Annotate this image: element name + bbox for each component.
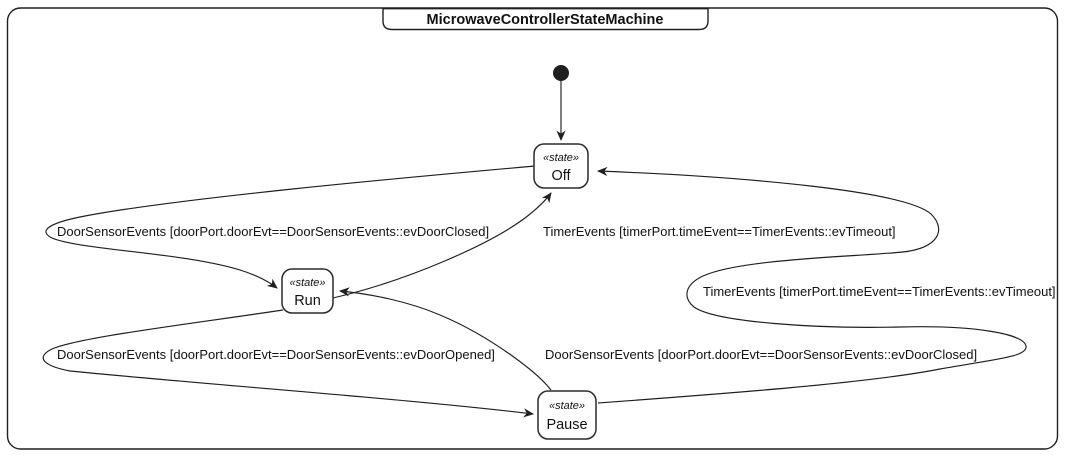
transition-label-run-to-off: TimerEvents [timerPort.timeEvent==TimerE… <box>543 224 896 239</box>
state-run-name: Run <box>294 293 321 309</box>
transition-label-pause-to-off: TimerEvents [timerPort.timeEvent==TimerE… <box>703 284 1056 299</box>
initial-state-dot <box>553 65 569 81</box>
state-pause-stereotype: «state» <box>549 400 585 412</box>
frame-title: MicrowaveControllerStateMachine <box>427 12 664 28</box>
state-run: «state» Run <box>281 268 334 314</box>
transition-off-to-run: DoorSensorEvents [doorPort.doorEvt==Door… <box>45 165 536 289</box>
state-run-stereotype: «state» <box>289 277 325 289</box>
transition-label-run-to-pause: DoorSensorEvents [doorPort.doorEvt==Door… <box>57 347 495 362</box>
transition-pause-to-run: DoorSensorEvents [doorPort.doorEvt==Door… <box>339 287 977 391</box>
state-off-name: Off <box>551 168 571 184</box>
state-off-stereotype: «state» <box>543 152 579 164</box>
transition-label-pause-to-run: DoorSensorEvents [doorPort.doorEvt==Door… <box>545 347 977 362</box>
frame-title-tab <box>382 7 709 31</box>
state-off: «state» Off <box>533 143 589 189</box>
transition-label-off-to-run: DoorSensorEvents [doorPort.doorEvt==Door… <box>57 224 489 239</box>
transition-run-to-pause: DoorSensorEvents [doorPort.doorEvt==Door… <box>42 309 534 418</box>
transition-run-to-off: TimerEvents [timerPort.timeEvent==TimerE… <box>332 192 896 299</box>
state-pause: «state» Pause <box>537 390 597 440</box>
state-pause-name: Pause <box>546 417 587 433</box>
transition-pause-to-off: TimerEvents [timerPort.timeEvent==TimerE… <box>597 166 1056 404</box>
